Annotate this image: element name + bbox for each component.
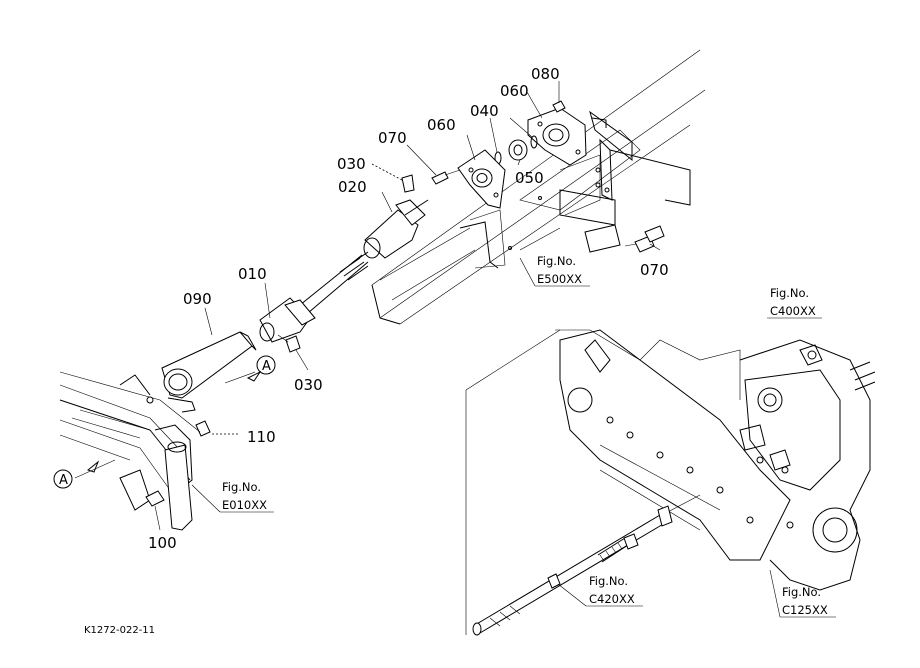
fig-ref-c125-line2: C125XX [782,603,828,617]
transmission-drawing [465,329,876,636]
part-label-060-left: 060 [427,116,456,134]
fig-ref-e010-line1: Fig.No. [222,480,261,494]
fig-ref-c125-line1: Fig.No. [782,585,821,599]
fig-ref-c400-line1: Fig.No. [770,286,809,300]
part-label-030-bottom: 030 [294,376,323,394]
fig-ref-c400-line2: C400XX [770,304,816,318]
front-frame-drawing [59,371,201,531]
part-label-100: 100 [148,534,177,552]
callout-a-lower-circle [53,469,73,489]
callout-a-upper-circle [256,355,276,375]
leader-lines [74,81,836,618]
fig-ref-e010-line2: E010XX [222,498,267,512]
part-label-080: 080 [531,65,560,83]
part-label-050: 050 [515,169,544,187]
callout-a-upper: A [262,359,271,374]
part-label-010: 010 [238,265,267,283]
part-label-090: 090 [183,290,212,308]
part-label-070-right: 070 [640,261,669,279]
part-label-020: 020 [338,178,367,196]
fig-ref-e500-line2: E500XX [537,272,582,286]
part-label-060-right: 060 [500,82,529,100]
callout-a-lower: A [59,473,68,488]
part-label-040: 040 [470,102,499,120]
steering-shaft-assembly [259,174,429,353]
frame-drawing [371,49,706,325]
bearing-housing-assembly [431,100,665,253]
fig-ref-c420-line1: Fig.No. [589,574,628,588]
part-label-110: 110 [247,428,276,446]
fig-ref-e500-line1: Fig.No. [537,254,576,268]
part-label-070-top: 070 [378,129,407,147]
part-label-030-top: 030 [337,155,366,173]
shaft-cover-090 [161,331,257,437]
fig-ref-c420-line2: C420XX [589,592,635,606]
drawing-code: K1272-022-11 [84,625,155,636]
